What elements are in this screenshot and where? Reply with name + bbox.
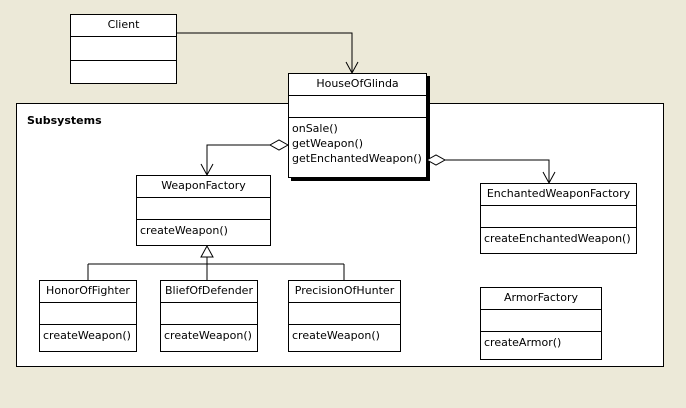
operation[interactable]: createWeapon() [164,329,252,342]
operations-compartment: onSale() getWeapon() getEnchantedWeapon(… [289,118,426,166]
operation[interactable]: createEnchantedWeapon() [484,232,631,245]
class-client[interactable]: Client [70,14,177,84]
attributes-compartment [40,303,136,325]
attributes-compartment [289,96,426,118]
operation[interactable]: onSale() [292,122,338,135]
class-name: WeaponFactory [137,176,270,198]
operations-compartment: createWeapon() [289,325,400,343]
operation[interactable]: getWeapon() [292,137,364,150]
class-name: ArmorFactory [481,288,601,310]
operation[interactable]: createWeapon() [140,224,228,237]
operations-compartment: createWeapon() [137,220,270,238]
operations-compartment: createArmor() [481,332,601,350]
class-name: BliefOfDefender [161,281,257,303]
class-blief-of-defender[interactable]: BliefOfDefender createWeapon() [160,280,258,352]
operations-compartment [71,61,176,64]
operations-compartment: createWeapon() [40,325,136,343]
attributes-compartment [481,310,601,332]
association-client-house [177,32,359,75]
class-weapon-factory[interactable]: WeaponFactory createWeapon() [136,175,271,246]
attributes-compartment [161,303,257,325]
attributes-compartment [289,303,400,325]
class-enchanted-weapon-factory[interactable]: EnchantedWeaponFactory createEnchantedWe… [480,183,637,254]
class-name: HouseOfGlinda [289,74,426,96]
operation[interactable]: createWeapon() [292,329,380,342]
class-honor-of-fighter[interactable]: HonorOfFighter createWeapon() [39,280,137,352]
operations-compartment: createWeapon() [161,325,257,343]
attributes-compartment [137,198,270,220]
attributes-compartment [71,37,176,61]
class-house-of-glinda[interactable]: HouseOfGlinda onSale() getWeapon() getEn… [288,73,427,178]
class-name: Client [71,15,176,37]
operations-compartment: createEnchantedWeapon() [481,228,636,246]
attributes-compartment [481,206,636,228]
class-name: EnchantedWeaponFactory [481,184,636,206]
class-precision-of-hunter[interactable]: PrecisionOfHunter createWeapon() [288,280,401,352]
package-title: Subsystems [27,114,102,127]
class-armor-factory[interactable]: ArmorFactory createArmor() [480,287,602,360]
class-name: PrecisionOfHunter [289,281,400,303]
operation[interactable]: getEnchantedWeapon() [292,152,422,165]
operation[interactable]: createWeapon() [43,329,131,342]
class-name: HonorOfFighter [40,281,136,303]
operation[interactable]: createArmor() [484,336,562,349]
